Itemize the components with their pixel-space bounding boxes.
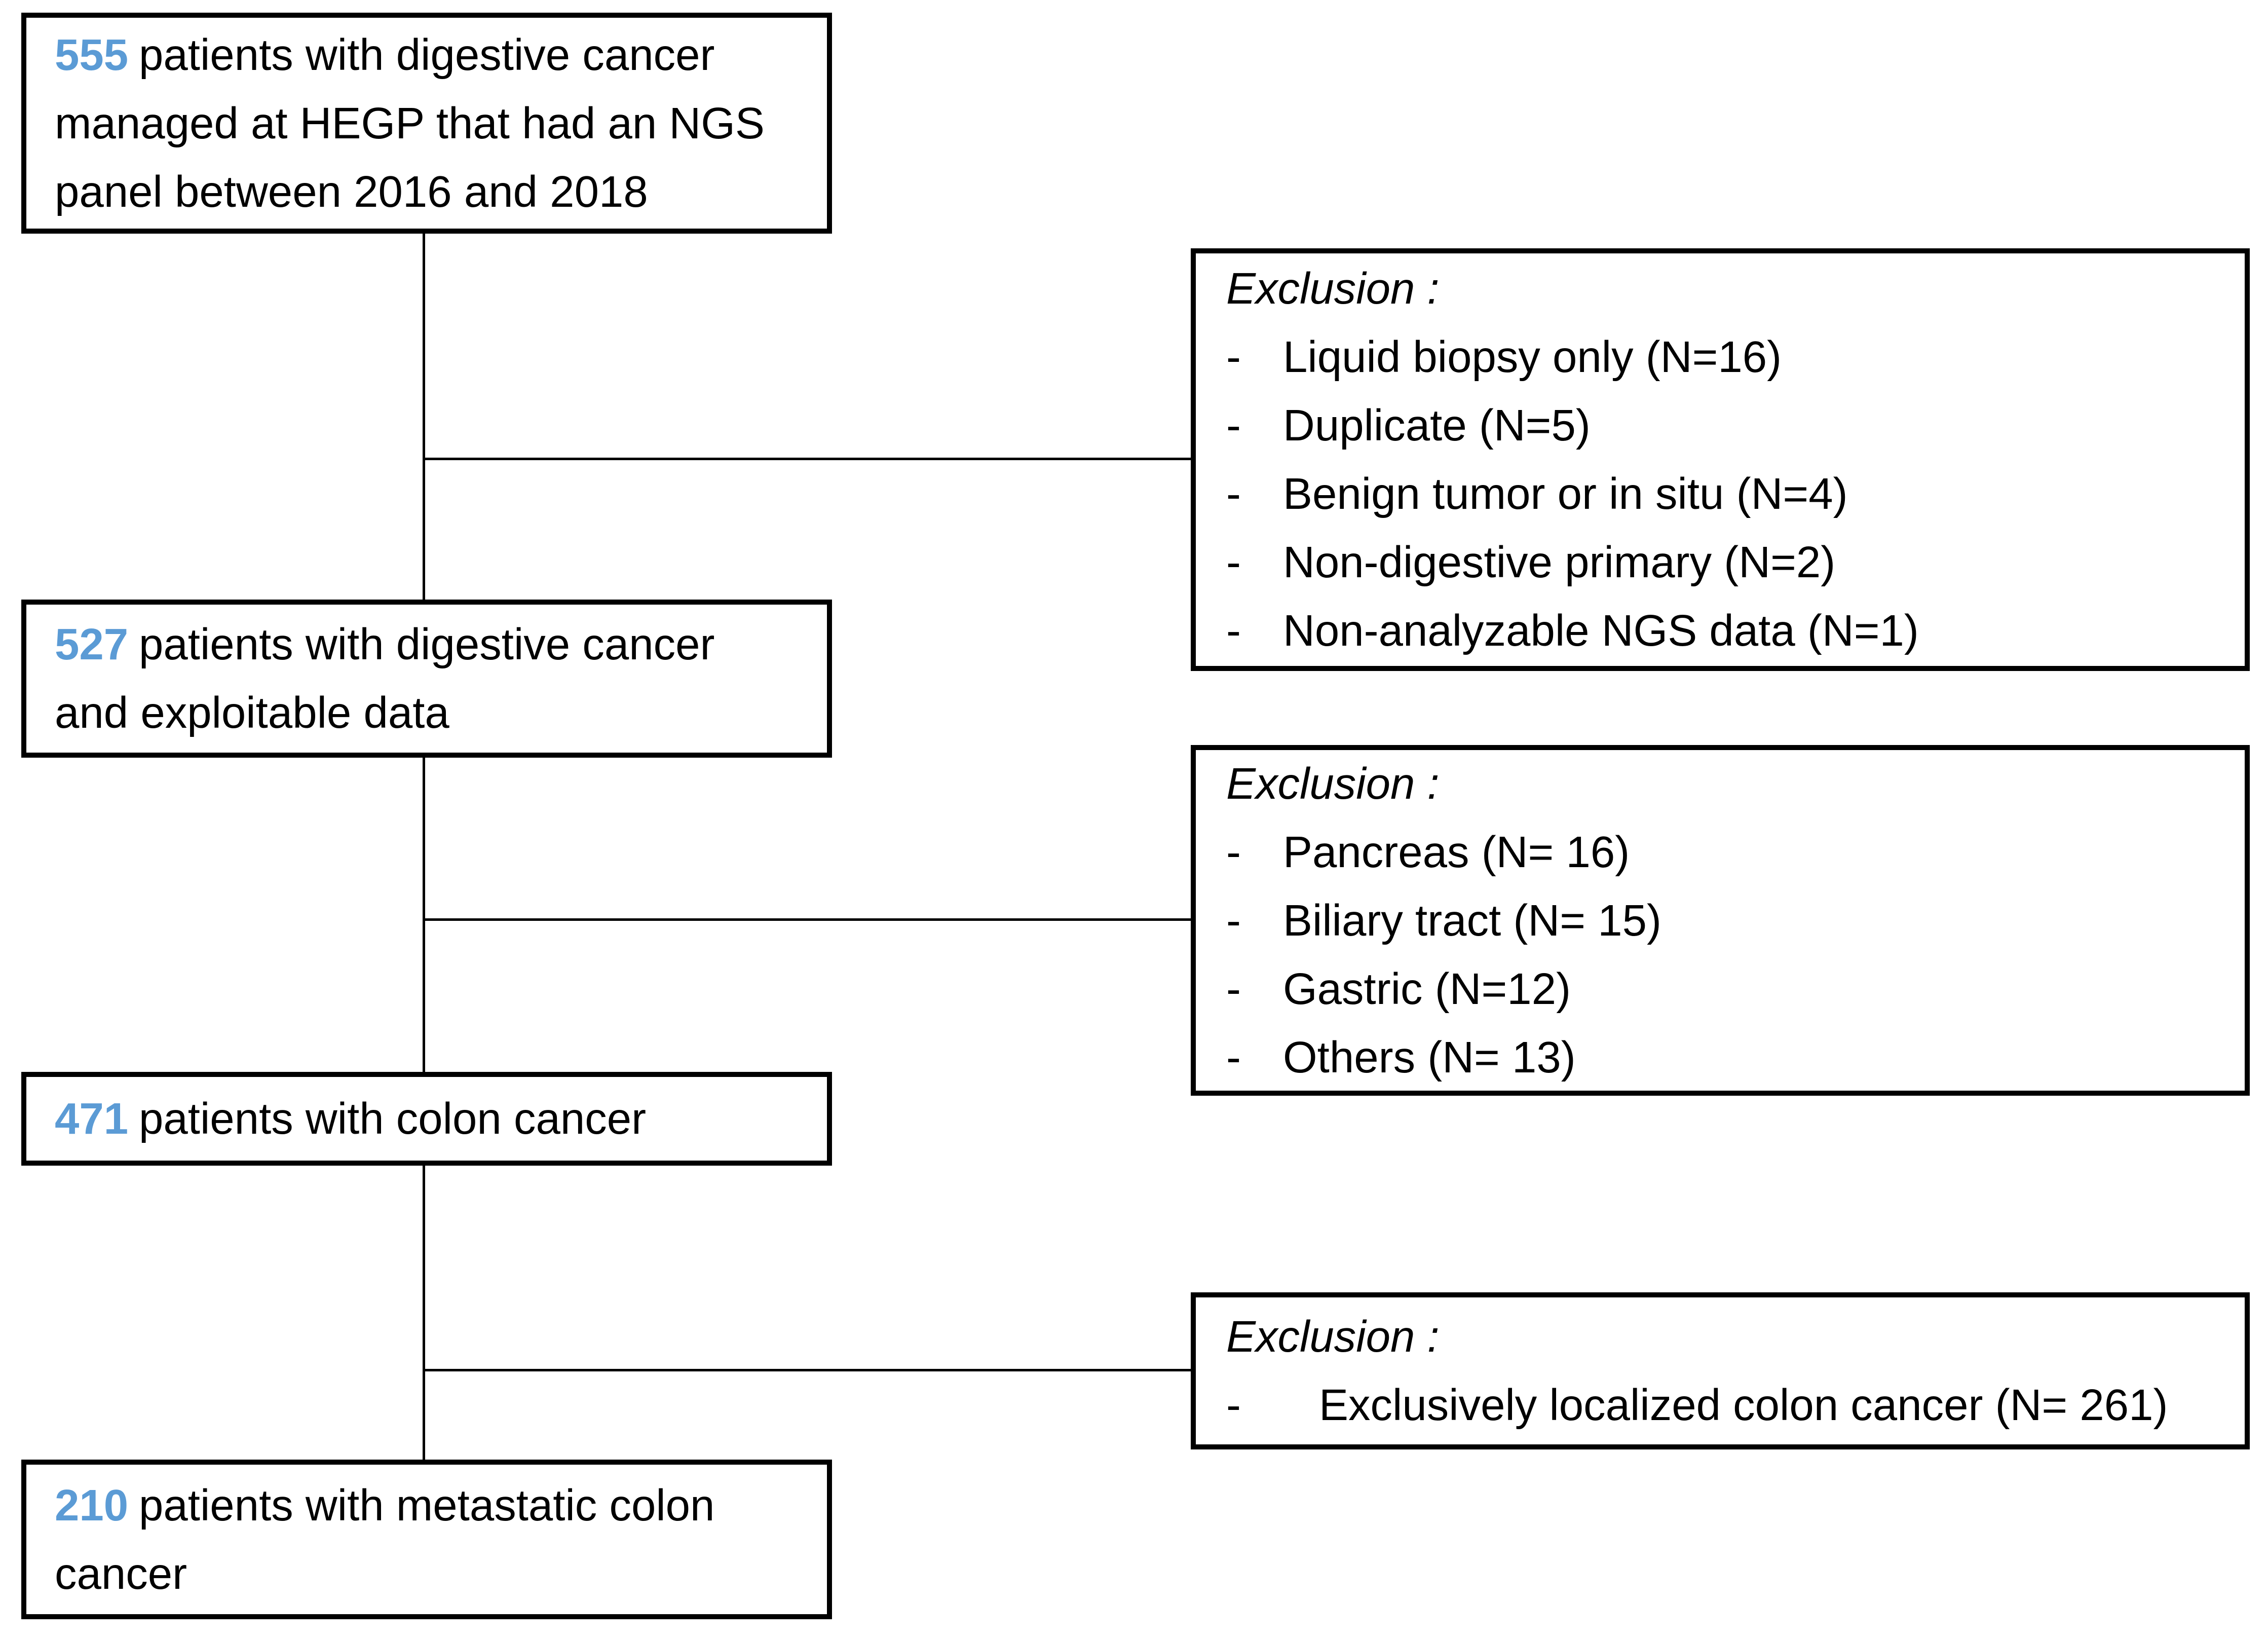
exclusion-heading: Exclusion : [1226, 1312, 1440, 1361]
exclusion-item-text: Others (N= 13) [1283, 1032, 1576, 1082]
connector-vertical-2 [423, 755, 425, 1074]
bullet-dash: - [1226, 332, 1241, 382]
exclusion-heading: Exclusion : [1226, 759, 1440, 808]
exclusion-item-text: Liquid biopsy only (N=16) [1283, 332, 1782, 382]
exclusion-item: -Gastric (N=12) [1226, 955, 2229, 1023]
patient-count: 471 [55, 1094, 129, 1143]
exclusion-box-1: Exclusion : -Liquid biopsy only (N=16) -… [1191, 248, 2250, 671]
exclusion-item: -Others (N= 13) [1226, 1023, 2229, 1092]
patient-count: 210 [55, 1480, 129, 1530]
flow-box-text: patients with digestive cancer [139, 620, 715, 669]
bullet-dash: - [1226, 538, 1241, 587]
exclusion-item: -Pancreas (N= 16) [1226, 818, 2229, 886]
exclusion-box-2: Exclusion : -Pancreas (N= 16) -Biliary t… [1191, 745, 2250, 1096]
bullet-dash: - [1226, 401, 1241, 450]
exclusion-heading: Exclusion : [1226, 264, 1440, 313]
exclusion-item: -Liquid biopsy only (N=16) [1226, 323, 2229, 391]
exclusion-item: -Non-digestive primary (N=2) [1226, 528, 2229, 597]
exclusion-item: -Benign tumor or in situ (N=4) [1226, 460, 2229, 528]
flow-box-line: cancer [55, 1549, 187, 1598]
exclusion-item: -Non-analyzable NGS data (N=1) [1226, 597, 2229, 665]
patient-count: 527 [55, 620, 129, 669]
exclusion-item-text: Exclusively localized colon cancer (N= 2… [1319, 1381, 2168, 1430]
exclusion-item-text: Non-digestive primary (N=2) [1283, 538, 1836, 587]
flow-box-line: panel between 2016 and 2018 [55, 167, 648, 216]
bullet-dash: - [1226, 896, 1241, 945]
bullet-dash: - [1226, 964, 1241, 1014]
exclusion-item-text: Gastric (N=12) [1283, 964, 1571, 1014]
bullet-dash: - [1226, 827, 1241, 877]
exclusion-item-text: Pancreas (N= 16) [1283, 827, 1630, 877]
exclusion-item: -Biliary tract (N= 15) [1226, 886, 2229, 955]
flow-box-text: patients with metastatic colon [139, 1480, 715, 1530]
flow-box-text: patients with colon cancer [139, 1094, 647, 1143]
connector-branch-1 [424, 458, 1192, 460]
exclusion-item-text: Biliary tract (N= 15) [1283, 896, 1661, 945]
exclusion-item-text: Duplicate (N=5) [1283, 401, 1591, 450]
exclusion-box-3: Exclusion : - Exclusively localized colon… [1191, 1292, 2250, 1449]
flow-box-line: managed at HEGP that had an NGS [55, 98, 765, 148]
bullet-dash: - [1226, 1032, 1241, 1082]
bullet-dash: - [1226, 469, 1241, 518]
exclusion-item: -Duplicate (N=5) [1226, 391, 2229, 460]
patient-count: 555 [55, 30, 129, 80]
exclusion-item-text: Benign tumor or in situ (N=4) [1283, 469, 1848, 518]
flow-box-text: patients with digestive cancer [139, 30, 715, 80]
connector-vertical-3 [423, 1163, 425, 1462]
exclusion-item-text: Non-analyzable NGS data (N=1) [1283, 606, 1919, 655]
bullet-dash: - [1226, 606, 1241, 655]
bullet-dash: - [1226, 1381, 1241, 1430]
connector-branch-2 [424, 918, 1192, 921]
connector-vertical-1 [423, 231, 425, 602]
flow-box-line: and exploitable data [55, 688, 449, 737]
exclusion-item: - Exclusively localized colon cancer (N= … [1226, 1371, 2229, 1439]
connector-branch-3 [424, 1369, 1192, 1371]
